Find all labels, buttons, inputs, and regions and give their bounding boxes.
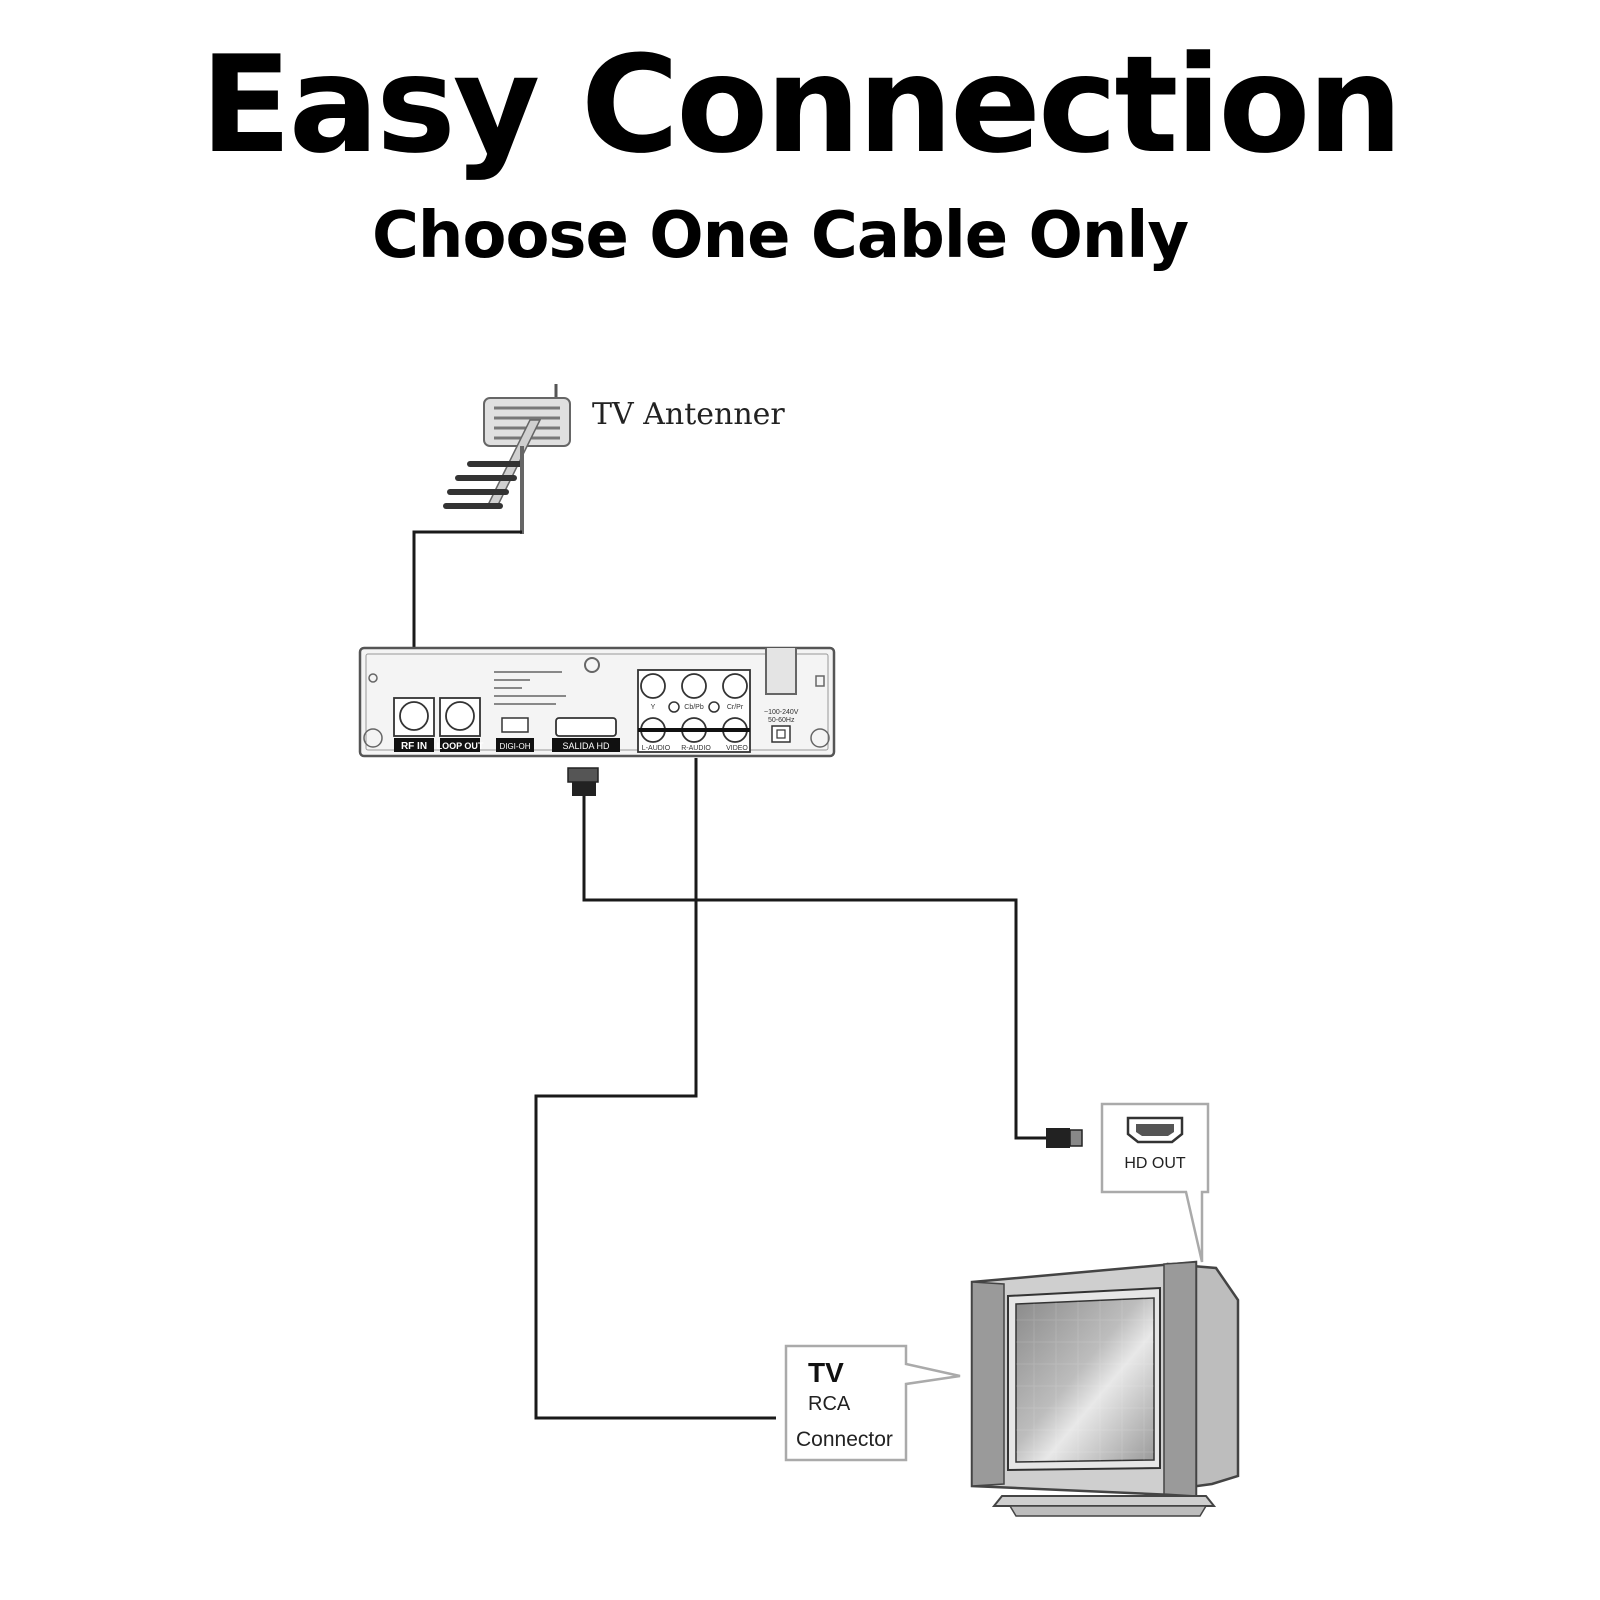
hdmi-plug-receiver xyxy=(567,767,599,796)
hd-port xyxy=(555,717,617,737)
l-audio-label: L-AUDIO xyxy=(642,745,671,752)
page-subtitle: Choose One Cable Only xyxy=(371,199,1189,273)
hd-out-callout: HD OUT xyxy=(1100,1102,1210,1263)
power-socket xyxy=(771,725,791,743)
antenna-label: TV Antenner xyxy=(592,397,785,432)
tv-antenna xyxy=(443,384,571,534)
digital-port xyxy=(501,717,529,733)
crt-television xyxy=(970,1260,1240,1517)
cb-label: Cb/Pb xyxy=(684,704,704,711)
receiver-back-panel: RF IN LOOP OUT DIGI-OH SALIDA HD Y Cb/Pb… xyxy=(358,646,836,758)
antenna-elements xyxy=(443,461,523,509)
loop-out-label: LOOP OUT xyxy=(437,741,484,751)
hd-port-label: SALIDA HD xyxy=(562,741,610,751)
rca-line-3: Connector xyxy=(796,1428,893,1451)
cr-label: Cr/Pr xyxy=(727,704,744,711)
hdmi-plug-tv xyxy=(1046,1128,1083,1148)
hd-out-label: HD OUT xyxy=(1124,1155,1186,1172)
y-label: Y xyxy=(651,704,656,711)
rca-cable xyxy=(534,758,776,1420)
digital-label: DIGI-OH xyxy=(499,742,530,751)
rf-in-label: RF IN xyxy=(401,741,427,752)
rca-line-2: RCA xyxy=(808,1393,851,1415)
power-line-1: ~100-240V xyxy=(764,709,799,716)
hdmi-cable xyxy=(582,795,1046,1140)
video-label: VIDEO xyxy=(726,745,748,752)
rca-connector-callout: TV RCA Connector xyxy=(784,1344,961,1462)
power-line-2: 50-60Hz xyxy=(768,717,795,724)
rca-line-1: TV xyxy=(808,1357,844,1388)
receiver-sticker xyxy=(494,671,566,705)
r-audio-label: R-AUDIO xyxy=(681,745,711,752)
page-title: Easy Connection xyxy=(200,27,1403,183)
